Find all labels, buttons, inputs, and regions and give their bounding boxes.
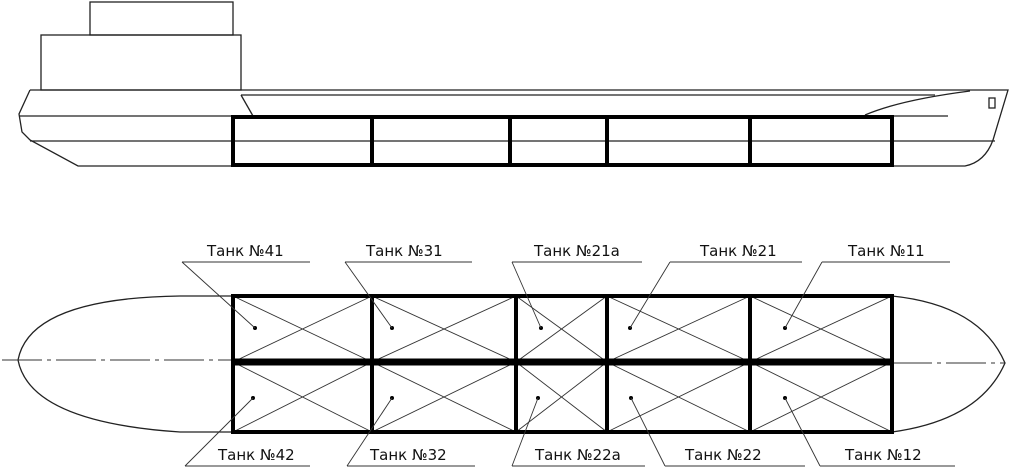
leader-line <box>181 261 310 329</box>
label-tank-22: Танк №22 <box>630 397 805 467</box>
tank-label: Танк №41 <box>206 242 284 260</box>
label-tank-11: Танк №11 <box>784 242 950 329</box>
leader-line <box>346 397 475 467</box>
label-tank-31: Танк №31 <box>344 242 472 329</box>
leader-line <box>784 261 950 329</box>
label-tank-41: Танк №41 <box>181 242 310 329</box>
hull-outline <box>18 89 1009 167</box>
label-tank-42: Танк №42 <box>184 397 310 467</box>
tank-label: Танк №31 <box>365 242 443 260</box>
leader-line <box>784 397 955 467</box>
tank-cross-line <box>232 361 373 433</box>
label-tank-21a: Танк №21а <box>511 242 642 329</box>
profile-tank <box>748 115 894 167</box>
tank-label: Танк №11 <box>847 242 925 260</box>
tank-labels: Танк №41 Танк №31 Танк №21а Танк №21 Тан… <box>181 242 955 467</box>
tank-cross-line <box>515 361 608 433</box>
bulwark-end <box>240 94 254 117</box>
tank-label: Танк №22а <box>534 446 621 464</box>
tank-label: Танк №42 <box>217 446 295 464</box>
tank-label: Танк №22 <box>684 446 762 464</box>
label-tank-12: Танк №12 <box>784 397 955 467</box>
leader-line <box>344 261 472 329</box>
centerline <box>2 359 1005 364</box>
tank-cross-line <box>232 295 373 363</box>
lower-superstructure <box>40 34 242 91</box>
tank-cross-line <box>371 361 517 433</box>
tank-cross-line <box>749 361 893 433</box>
leader-line <box>629 261 802 329</box>
tank-cross-line <box>606 361 751 433</box>
label-tank-21: Танк №21 <box>629 242 802 329</box>
leader-line <box>511 397 645 467</box>
plan-tanks <box>231 294 894 434</box>
tank-label: Танк №21а <box>533 242 620 260</box>
plan-view <box>2 294 1006 434</box>
sheer-curve <box>864 90 971 116</box>
tank-label: Танк №32 <box>369 446 447 464</box>
label-tank-22a: Танк №22а <box>511 397 645 467</box>
bow-outline <box>891 295 1006 433</box>
label-tank-32: Танк №32 <box>346 397 475 467</box>
upper-superstructure <box>89 1 234 36</box>
tank-cross-line <box>749 295 893 363</box>
tank-cross-line <box>606 295 751 363</box>
bow-light-icon <box>988 97 996 109</box>
side-profile <box>18 1 1009 167</box>
tank-cross-line <box>371 295 517 363</box>
tank-cross-line <box>515 295 608 363</box>
leader-line <box>184 397 310 467</box>
leader-line <box>630 397 805 467</box>
leader-line <box>511 261 642 329</box>
tank-label: Танк №21 <box>699 242 777 260</box>
profile-tanks <box>231 115 894 167</box>
tank-label: Танк №12 <box>844 446 922 464</box>
stern-outline <box>17 295 233 433</box>
